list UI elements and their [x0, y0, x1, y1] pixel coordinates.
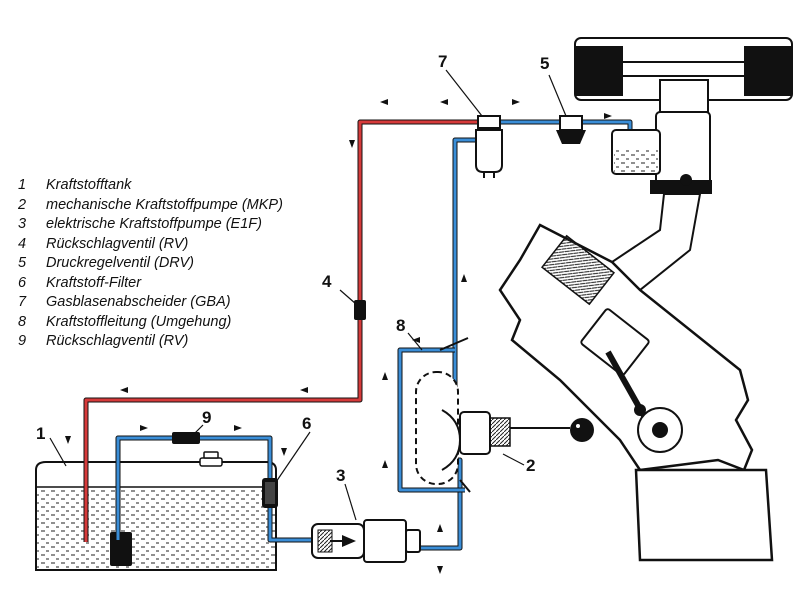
- legend-label: Kraftstoffleitung (Umgehung): [46, 313, 232, 330]
- legend-label: Gasblasenabscheider (GBA): [46, 294, 231, 310]
- mechanical-fuel-pump: [415, 337, 594, 493]
- carburettor: [611, 111, 712, 194]
- legend-num: 2: [18, 196, 27, 213]
- legend-num: 5: [18, 255, 27, 271]
- flow-arrows: [65, 99, 612, 574]
- pressure-regulator: [556, 115, 586, 144]
- legend-item: 6 Kraftstoff-Filter: [18, 274, 283, 294]
- legend: 1 Kraftstofftank 2 mechanische Kraftstoffp…: [18, 176, 283, 352]
- return-line: [83, 119, 488, 542]
- fuel-tank: [35, 451, 277, 571]
- callout-7: 7: [438, 52, 448, 71]
- gas-bubble-separator: [475, 115, 503, 178]
- legend-label: Kraftstofftank: [46, 177, 132, 193]
- legend-item: 9 Rückschlagventil (RV): [18, 332, 283, 352]
- legend-item: 8 Kraftstoffleitung (Umgehung): [18, 313, 283, 333]
- legend-label: Rückschlagventil (RV): [46, 235, 189, 252]
- legend-item: 5 Druckregelventil (DRV): [18, 254, 283, 274]
- callout-8: 8: [396, 316, 406, 335]
- callout-4: 4: [322, 272, 332, 291]
- callout-6: 6: [302, 414, 312, 433]
- legend-num: 6: [18, 274, 27, 291]
- check-valve-4: [354, 300, 366, 320]
- legend-num: 7: [18, 294, 27, 310]
- legend-num: 1: [18, 177, 27, 193]
- legend-item: 2 mechanische Kraftstoffpumpe (MKP): [18, 196, 283, 216]
- legend-label: mechanische Kraftstoffpumpe (MKP): [46, 196, 283, 213]
- callout-2: 2: [526, 456, 536, 475]
- check-valve-9: [172, 432, 200, 444]
- electric-fuel-pump: [311, 519, 421, 563]
- callout-9: 9: [202, 408, 212, 427]
- legend-item: 4 Rückschlagventil (RV): [18, 235, 283, 255]
- legend-label: Rückschlagventil (RV): [46, 333, 189, 349]
- legend-num: 9: [18, 333, 27, 349]
- callout-5: 5: [540, 54, 550, 73]
- callout-3: 3: [336, 466, 346, 485]
- air-filter: [574, 37, 793, 113]
- engine-block: [498, 223, 774, 562]
- legend-label: Kraftstoff-Filter: [46, 274, 142, 291]
- legend-label: Druckregelventil (DRV): [46, 255, 194, 271]
- legend-item: 1 Kraftstofftank: [18, 176, 283, 196]
- legend-label: elektrische Kraftstoffpumpe (E1F): [46, 216, 262, 232]
- callout-1: 1: [36, 424, 46, 443]
- legend-item: 3 elektrische Kraftstoffpumpe (E1F): [18, 215, 283, 235]
- leader-lines: [49, 69, 567, 521]
- legend-item: 7 Gasblasenabscheider (GBA): [18, 293, 283, 313]
- legend-num: 4: [18, 235, 27, 252]
- legend-num: 8: [18, 313, 27, 330]
- fuel-filter: [262, 478, 278, 508]
- legend-num: 3: [18, 216, 27, 232]
